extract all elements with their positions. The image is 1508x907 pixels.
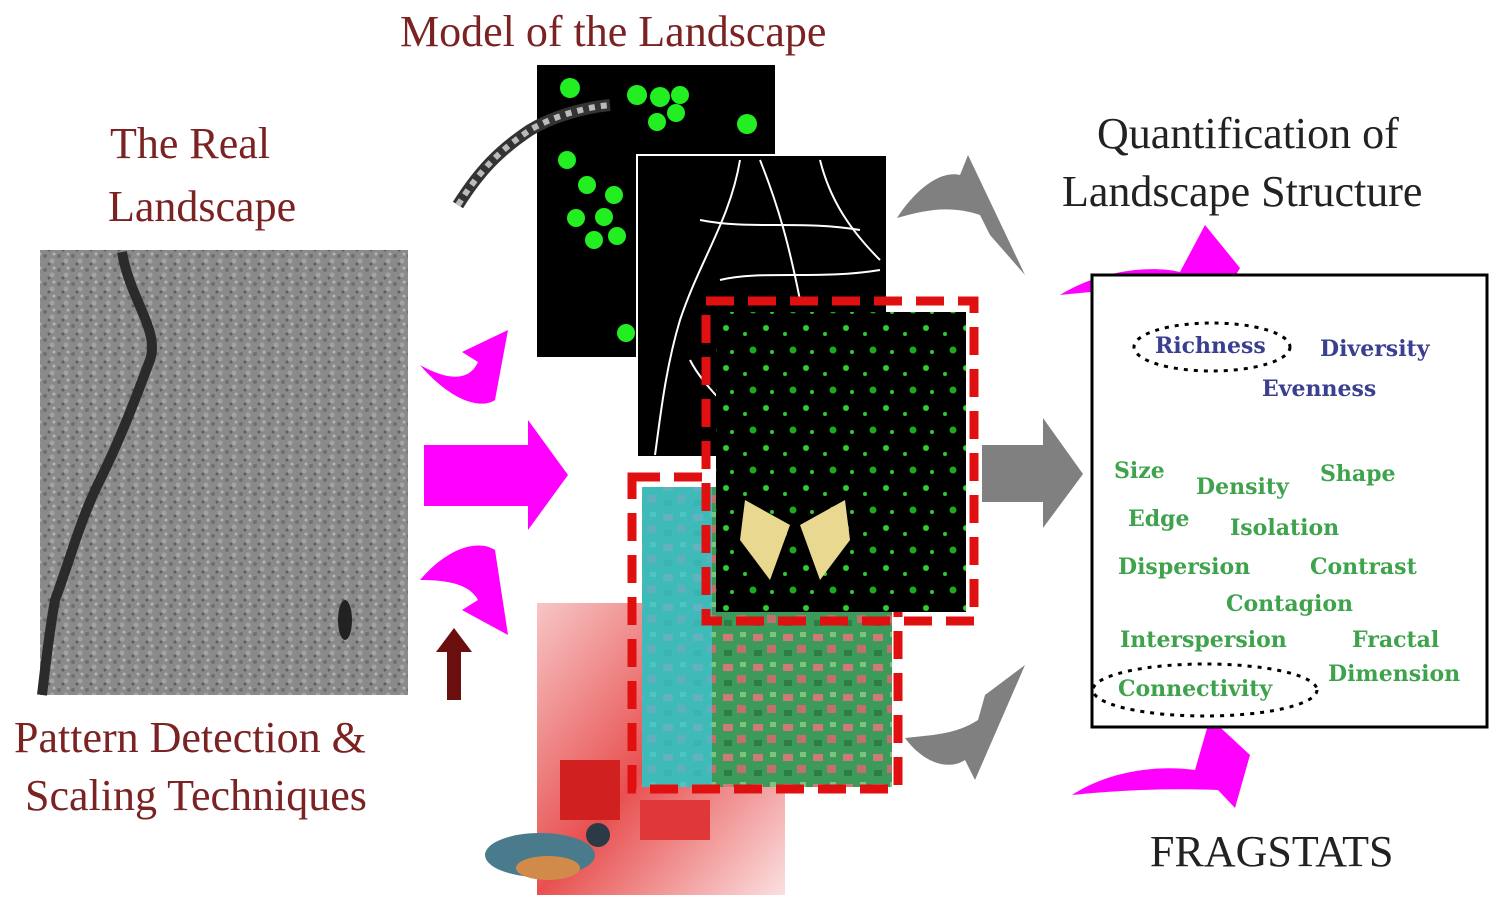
salamander-illustration: [452, 99, 611, 209]
pattern-detection-title-line1: Pattern Detection &: [14, 713, 366, 762]
real-landscape-title-line2: Landscape: [108, 182, 297, 231]
magenta-arrow-box-bottom: [1072, 718, 1250, 808]
aerial-photo: [37, 250, 408, 696]
metric-isolation: Isolation: [1230, 515, 1340, 541]
nuthatch-illustration: [485, 823, 610, 880]
metric-richness: Richness: [1155, 333, 1266, 359]
fragstats-title: FRAGSTATS: [1150, 827, 1394, 876]
pattern-detection-title-line2: Scaling Techniques: [25, 771, 367, 820]
quantification-title-line1: Quantification of: [1097, 109, 1399, 158]
metric-contrast: Contrast: [1310, 554, 1417, 580]
metric-size: Size: [1114, 458, 1165, 484]
model-title: Model of the Landscape: [400, 7, 827, 56]
metric-diversity: Diversity: [1320, 336, 1430, 362]
main-magenta-arrow: [424, 420, 568, 530]
magenta-arrow-upper: [420, 330, 508, 404]
magenta-arrow-lower: [420, 545, 508, 635]
metric-dispersion: Dispersion: [1118, 554, 1251, 580]
gray-arrow-right: [982, 418, 1083, 528]
metric-fractal: Fractal: [1352, 627, 1440, 653]
gray-arrow-lower: [905, 665, 1025, 780]
dark-red-up-arrow: [436, 628, 472, 700]
metric-evenness: Evenness: [1262, 376, 1377, 402]
quantification-title-line2: Landscape Structure: [1062, 167, 1423, 216]
gray-arrow-upper: [897, 155, 1025, 275]
metric-edge: Edge: [1128, 506, 1190, 532]
metric-contagion: Contagion: [1226, 591, 1354, 617]
connectivity-highlight: [1091, 662, 1319, 718]
metric-dimension: Dimension: [1328, 661, 1461, 687]
butterfly-illustration: [740, 500, 850, 580]
richness-highlight: [1132, 321, 1292, 373]
metric-shape: Shape: [1320, 461, 1396, 487]
metric-interspersion: Interspersion: [1120, 627, 1287, 653]
magenta-arrow-box-top: [1060, 225, 1240, 320]
real-landscape-title-line1: The Real: [110, 119, 271, 168]
metric-connectivity: Connectivity: [1118, 676, 1273, 702]
metric-density: Density: [1196, 474, 1289, 500]
habitat-card: [701, 296, 979, 626]
